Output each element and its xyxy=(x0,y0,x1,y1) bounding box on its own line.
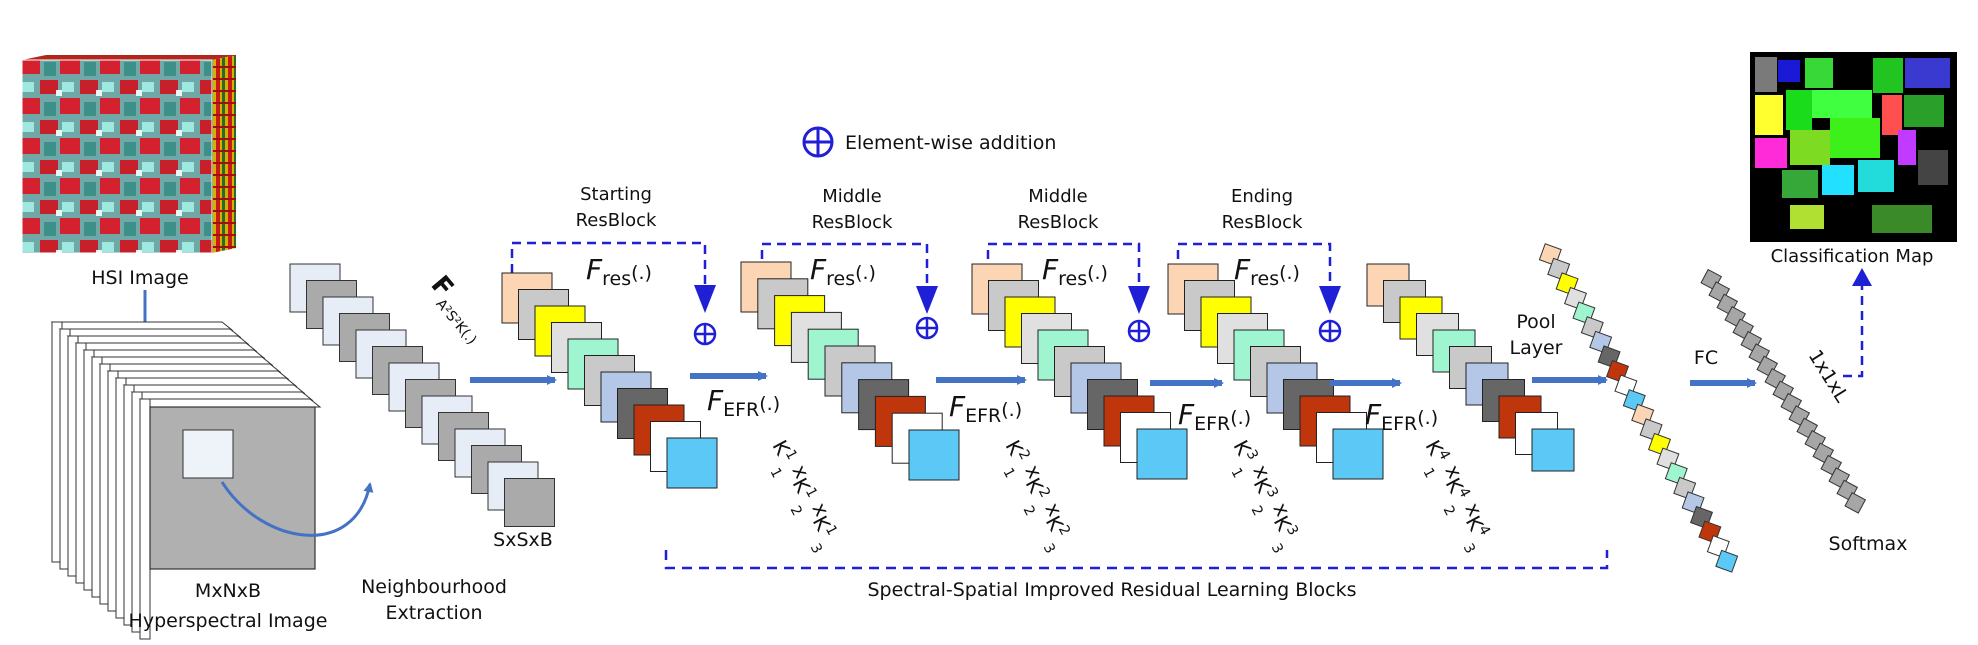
input-function-label: F A²S²K(.) xyxy=(425,270,480,348)
fres-label: Fres(.) xyxy=(1234,253,1300,290)
cube-slice-top xyxy=(138,398,322,408)
cube-slice-edge xyxy=(139,398,151,640)
skip-connection xyxy=(510,241,707,293)
cube-dims-label: MxNxB xyxy=(195,580,261,602)
pool-label-line2: Layer xyxy=(1510,337,1563,359)
feature-map-layer xyxy=(1136,428,1188,480)
resblock-title-line2: ResBlock xyxy=(576,210,657,231)
fc-element xyxy=(1844,492,1867,514)
neighbourhood-label-line1: Neighbourhood xyxy=(361,576,507,598)
pool-label-line1: Pool xyxy=(1516,311,1555,333)
addition-icon xyxy=(1127,319,1151,343)
fefr-label: FEFR(.) xyxy=(1365,398,1438,435)
softmax-label: Softmax xyxy=(1829,533,1908,555)
fc-vector xyxy=(1700,268,1867,514)
output-arrow-head xyxy=(1852,268,1872,286)
neighbourhood-patch xyxy=(504,478,555,527)
skip-connection xyxy=(760,242,929,294)
hsi-image-label: HSI Image xyxy=(91,267,189,289)
skip-connection xyxy=(1176,242,1332,294)
hyperspectral-cube xyxy=(50,321,322,640)
pooled-element xyxy=(1715,549,1739,573)
resblock-title-line2: ResBlock xyxy=(1222,212,1303,233)
group-bracket xyxy=(664,550,1609,570)
skip-arrow-head xyxy=(1128,286,1150,314)
skip-arrow-head xyxy=(916,286,938,314)
fres-label: Fres(.) xyxy=(1042,253,1108,290)
classification-map xyxy=(1750,52,1957,242)
resblock-title-line2: ResBlock xyxy=(812,212,893,233)
fefr-label: FEFR(.) xyxy=(949,390,1022,427)
addition-legend: Element-wise addition xyxy=(802,126,1056,158)
feature-map-layer xyxy=(1332,428,1384,480)
feature-map-layer xyxy=(908,429,960,481)
patch-dims-label: SxSxB xyxy=(493,529,553,551)
addition-icon xyxy=(693,322,717,346)
skip-connection xyxy=(986,242,1141,294)
skip-arrow-head xyxy=(1319,286,1341,314)
feature-map-layer xyxy=(666,437,718,489)
addition-icon xyxy=(1318,319,1342,343)
fc-label: FC xyxy=(1694,347,1718,369)
cube-name-label: Hyperspectral Image xyxy=(129,610,328,632)
resblock-title-line1: Ending xyxy=(1231,186,1293,207)
resblock-title-line1: Starting xyxy=(580,184,652,205)
resblock-title-line2: ResBlock xyxy=(1018,212,1099,233)
neighbourhood-curve-arrow xyxy=(220,481,374,537)
resblock-title-line1: Middle xyxy=(822,186,881,207)
group-label: Spectral-Spatial Improved Residual Learn… xyxy=(867,579,1356,601)
final-feature-stack xyxy=(1366,263,1575,472)
resblock-title-line1: Middle xyxy=(1028,186,1087,207)
fres-label: Fres(.) xyxy=(586,253,652,290)
pooled-vector xyxy=(1538,243,1739,573)
addition-icon xyxy=(915,316,939,340)
output-arrow xyxy=(1843,282,1864,378)
neighbourhood-patch-stack xyxy=(289,263,555,527)
hsi-image xyxy=(21,55,236,254)
addition-legend-label: Element-wise addition xyxy=(845,132,1056,154)
fefr-label: FEFR(.) xyxy=(1178,398,1251,435)
fres-label: Fres(.) xyxy=(810,253,876,290)
neighbourhood-label-line2: Extraction xyxy=(386,602,483,624)
classification-map-label: Classification Map xyxy=(1771,246,1934,267)
input-func-subscript: A²S²K(.) xyxy=(432,296,479,348)
skip-arrow-head xyxy=(694,285,716,313)
feature-map-layer xyxy=(1531,428,1575,472)
cube-patch-window xyxy=(182,429,234,479)
fefr-label: FEFR(.) xyxy=(707,384,780,421)
